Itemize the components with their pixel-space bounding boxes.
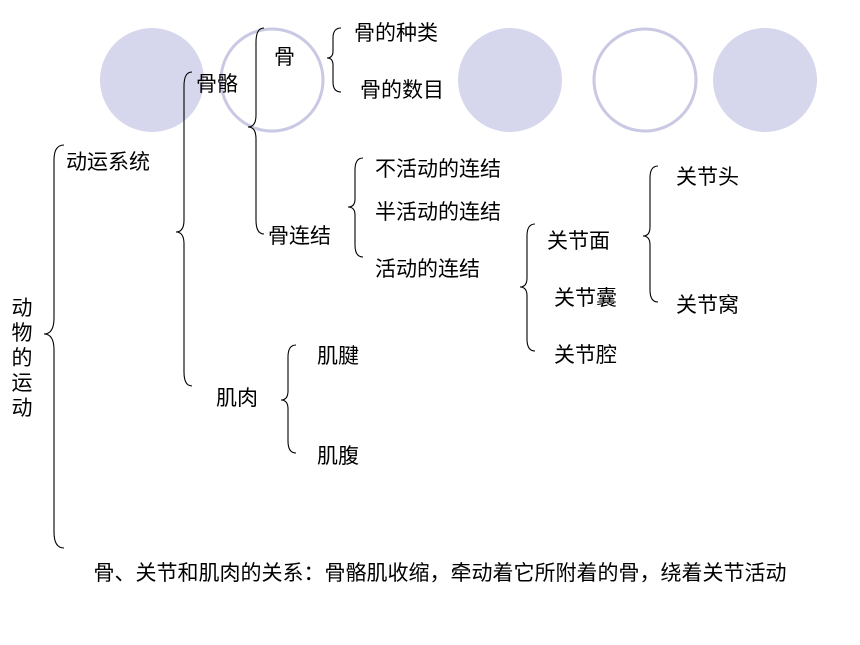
tendon-label: 肌腱 (317, 344, 359, 368)
decorative-circle-filled (100, 28, 204, 132)
decorative-circle-outline (219, 27, 325, 133)
joint-cavity-label: 关节腔 (554, 343, 617, 367)
skeleton-label: 骨骼 (196, 72, 238, 96)
skeleton-brace (247, 27, 265, 235)
surface-brace (642, 165, 659, 303)
semimovable-joint-label: 半活动的连结 (375, 200, 501, 224)
decorative-circle-filled (713, 28, 817, 132)
decorative-circle-filled (458, 28, 562, 132)
joint-capsule-label: 关节囊 (554, 286, 617, 310)
muscle-belly-label: 肌腹 (317, 444, 359, 468)
bone-type-label: 骨的种类 (354, 21, 438, 45)
system-brace (175, 71, 193, 387)
joint-surface-label: 关节面 (547, 229, 610, 253)
joint-connection-label: 骨连结 (268, 224, 331, 248)
bone-brace (326, 27, 342, 93)
root-title: 动物的运动 (11, 296, 33, 420)
system-label: 动运系统 (66, 150, 150, 174)
movable-joint-label: 活动的连结 (375, 257, 480, 281)
relationship-note: 骨、关节和肌肉的关系：骨骼肌收缩，牵动着它所附着的骨，绕着关节活动 (93, 561, 787, 585)
movable-joint-brace (519, 223, 536, 352)
joint-socket-label: 关节窝 (676, 293, 739, 317)
immovable-joint-label: 不活动的连结 (375, 157, 501, 181)
muscle-brace (280, 344, 297, 454)
bone-count-label: 骨的数目 (360, 78, 444, 102)
joint-brace (347, 157, 364, 258)
joint-head-label: 关节头 (676, 165, 739, 189)
bone-label: 骨 (274, 45, 295, 69)
muscle-label: 肌肉 (216, 386, 258, 410)
root-brace (43, 144, 65, 549)
decorative-circle-outline (592, 27, 698, 133)
